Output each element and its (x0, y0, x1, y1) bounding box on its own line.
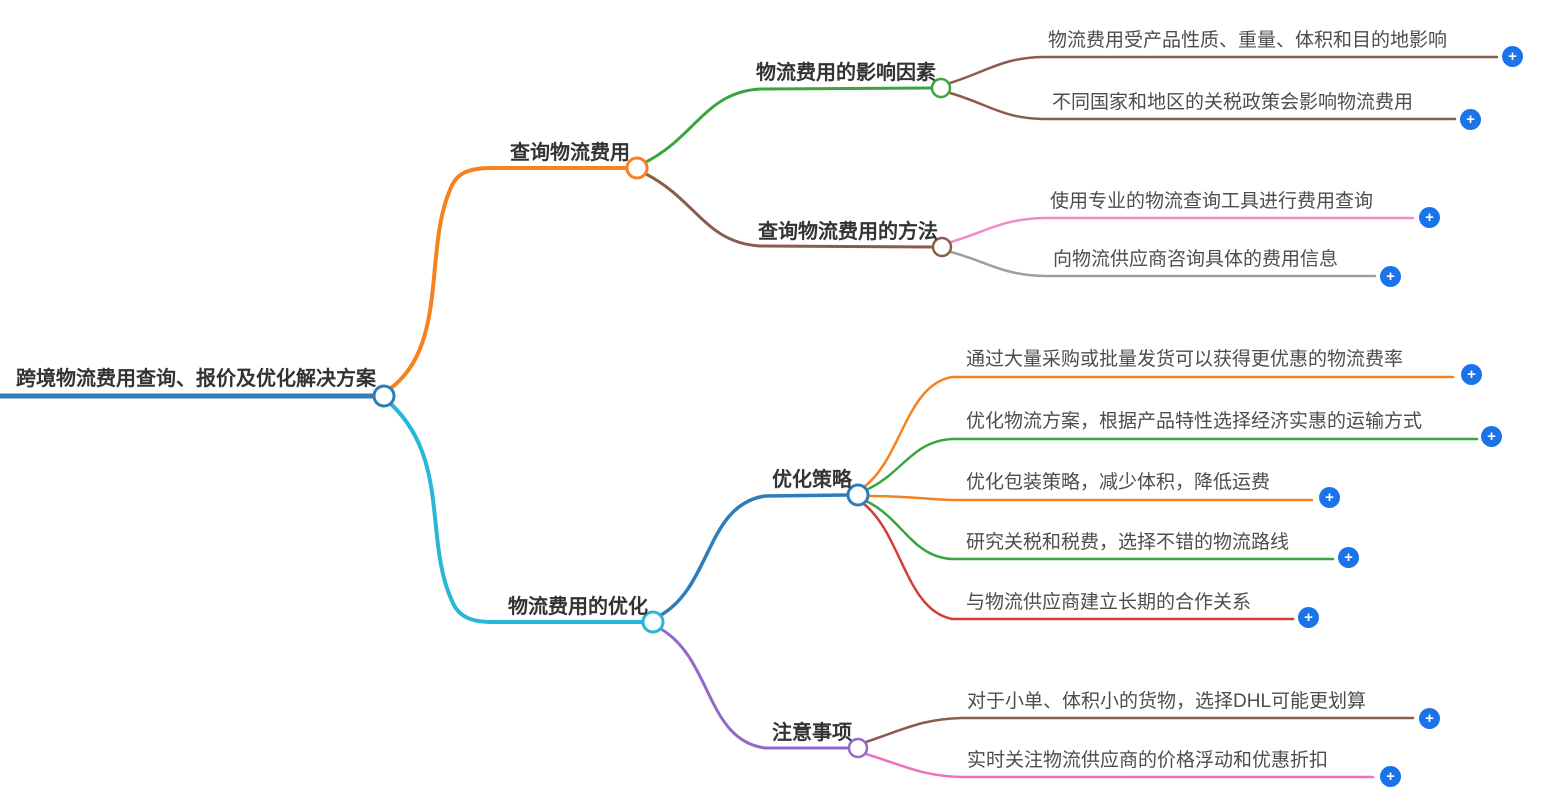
leaf-strategy5[interactable]: 与物流供应商建立长期的合作关系 (966, 592, 1252, 613)
plus-icon: + (1386, 768, 1395, 785)
edge-factors (644, 86, 934, 164)
node-circle-query[interactable] (625, 156, 649, 180)
edge-notes (659, 627, 850, 750)
add-child-button-note1[interactable]: + (1419, 708, 1440, 729)
node-circle-root[interactable] (372, 384, 396, 408)
edge-factor1 (948, 55, 1499, 85)
plus-icon: + (1304, 609, 1313, 626)
edge-methods (644, 172, 935, 249)
edge-strategy3 (866, 494, 1314, 502)
node-optimize[interactable]: 物流费用的优化 (508, 596, 648, 618)
edge-strategy (659, 493, 850, 617)
leaf-strategy4[interactable]: 研究关税和税费，选择不错的物流路线 (966, 532, 1290, 553)
add-child-button-strategy4[interactable]: + (1338, 547, 1359, 568)
edge-strategy1 (862, 375, 1455, 489)
node-strategy[interactable]: 优化策略 (772, 469, 852, 491)
node-circle-notes[interactable] (847, 737, 869, 759)
node-notes[interactable]: 注意事项 (772, 722, 852, 744)
edge-method2 (949, 250, 1377, 278)
plus-icon: + (1508, 48, 1517, 65)
node-circle-factors[interactable] (930, 77, 952, 99)
edge-note2 (864, 752, 1375, 779)
add-child-button-strategy3[interactable]: + (1319, 487, 1340, 508)
edge-strategy2 (864, 437, 1479, 492)
plus-icon: + (1386, 268, 1395, 285)
plus-icon: + (1466, 111, 1475, 128)
edge-factor2 (948, 91, 1457, 121)
leaf-factor1[interactable]: 物流费用受产品性质、重量、体积和目的地影响 (1048, 30, 1448, 51)
edge-query (389, 166, 629, 390)
add-child-button-note2[interactable]: + (1380, 766, 1401, 787)
node-circle-methods[interactable] (931, 236, 953, 258)
node-circle-strategy[interactable] (846, 483, 870, 507)
add-child-button-factor1[interactable]: + (1502, 46, 1523, 67)
plus-icon: + (1425, 710, 1434, 727)
leaf-strategy1[interactable]: 通过大量采购或批量发货可以获得更优惠的物流费率 (966, 349, 1404, 370)
add-child-button-strategy1[interactable]: + (1461, 364, 1482, 385)
add-child-button-strategy2[interactable]: + (1481, 426, 1502, 447)
leaf-method2[interactable]: 向物流供应商咨询具体的费用信息 (1053, 249, 1339, 270)
node-root[interactable]: 跨境物流费用查询、报价及优化解决方案 (16, 368, 376, 390)
node-query[interactable]: 查询物流费用 (510, 142, 630, 164)
plus-icon: + (1425, 209, 1434, 226)
leaf-strategy2[interactable]: 优化物流方案，根据产品特性选择经济实惠的运输方式 (966, 411, 1423, 432)
add-child-button-method1[interactable]: + (1419, 207, 1440, 228)
plus-icon: + (1344, 549, 1353, 566)
plus-icon: + (1467, 366, 1476, 383)
edge-note1 (864, 716, 1415, 744)
add-child-button-strategy5[interactable]: + (1298, 607, 1319, 628)
node-factors[interactable]: 物流费用的影响因素 (756, 62, 936, 84)
add-child-button-factor2[interactable]: + (1460, 109, 1481, 130)
node-methods[interactable]: 查询物流费用的方法 (758, 221, 938, 243)
edge-strategy5 (862, 502, 1295, 621)
plus-icon: + (1487, 428, 1496, 445)
leaf-factor2[interactable]: 不同国家和地区的关税政策会影响物流费用 (1052, 92, 1414, 113)
edge-method1 (949, 216, 1415, 244)
edge-optimize (389, 402, 645, 624)
node-circle-optimize[interactable] (641, 610, 665, 634)
leaf-method1[interactable]: 使用专业的物流查询工具进行费用查询 (1050, 191, 1374, 212)
add-child-button-method2[interactable]: + (1380, 266, 1401, 287)
leaf-strategy3[interactable]: 优化包装策略，减少体积，降低运费 (966, 472, 1271, 493)
leaf-note2[interactable]: 实时关注物流供应商的价格浮动和优惠折扣 (967, 750, 1329, 771)
edge-strategy4 (864, 499, 1335, 561)
leaf-note1[interactable]: 对于小单、体积小的货物，选择DHL可能更划算 (967, 691, 1367, 712)
plus-icon: + (1325, 489, 1334, 506)
